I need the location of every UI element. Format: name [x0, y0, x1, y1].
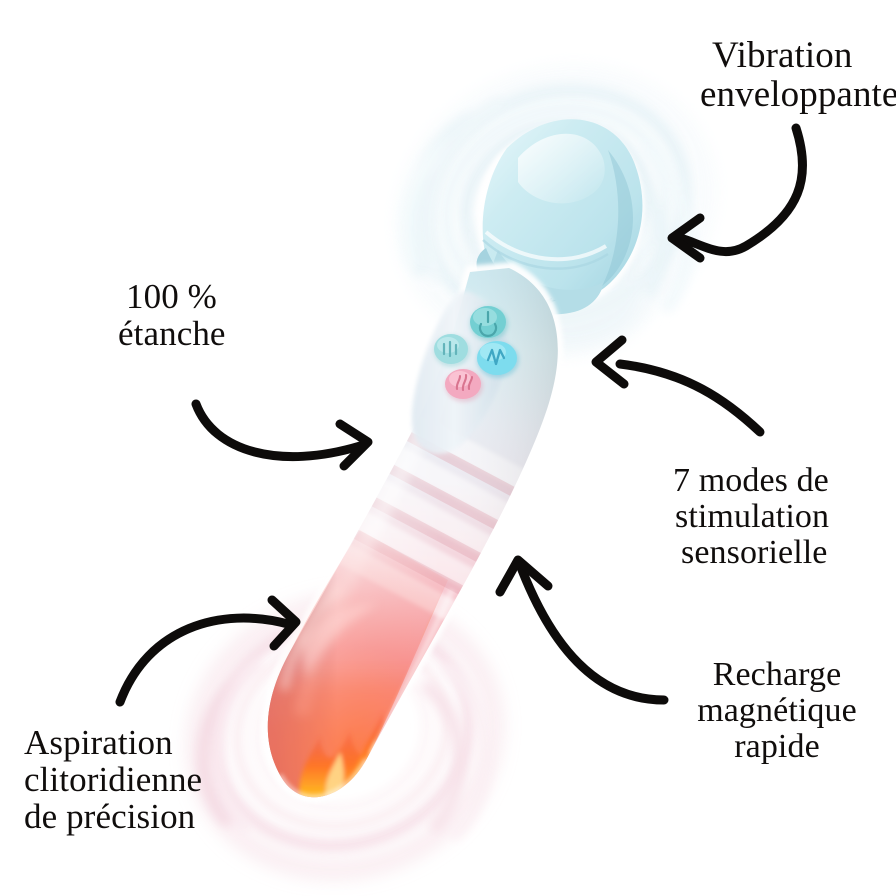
callout-aspiration: Aspiration clitoridienne de précision: [24, 724, 202, 835]
power-icon: [478, 310, 498, 337]
arrow-to-head: [667, 123, 807, 263]
callout-recharge: Recharge magnétique rapide: [683, 656, 871, 766]
control-panel: [411, 291, 519, 454]
power-button[interactable]: [470, 306, 508, 341]
callout-modes-line2: stimulation: [675, 498, 830, 536]
wave-icon: [442, 340, 458, 358]
arrow-to-shaft: [191, 399, 373, 471]
arrow-to-panel: [591, 335, 765, 437]
callout-recharge-line1: Recharge: [712, 656, 842, 693]
wand-head: [476, 119, 645, 315]
callout-aspiration-line3: de précision: [24, 797, 196, 837]
callout-vibration-line2: enveloppante: [700, 74, 896, 116]
callout-recharge-line2: magnétique: [697, 692, 857, 730]
callout-recharge-line3: rapide: [734, 728, 820, 766]
heat-icon: [455, 373, 474, 392]
arrow-to-tip: [115, 595, 301, 707]
callout-etanche: 100 % étanche: [118, 278, 226, 352]
callout-etanche-line1: 100 %: [126, 277, 217, 316]
pulse-icon: [486, 348, 506, 366]
callout-vibration: Vibration enveloppante: [700, 35, 896, 116]
callout-aspiration-line1: Aspiration: [24, 723, 173, 762]
callout-modes-line3: sensorielle: [681, 534, 828, 572]
callout-vibration-line1: Vibration: [712, 35, 853, 76]
callout-aspiration-line2: clitoridienne: [24, 760, 203, 800]
callout-modes-line1: 7 modes de: [673, 462, 829, 499]
heat-button[interactable]: [445, 369, 483, 402]
arrow-to-lower: [495, 555, 669, 705]
callout-etanche-line2: étanche: [118, 314, 226, 354]
mode-right-button[interactable]: [477, 341, 519, 378]
callout-modes: 7 modes de stimulation sensorielle: [673, 462, 830, 572]
mode-left-button[interactable]: [434, 334, 470, 367]
